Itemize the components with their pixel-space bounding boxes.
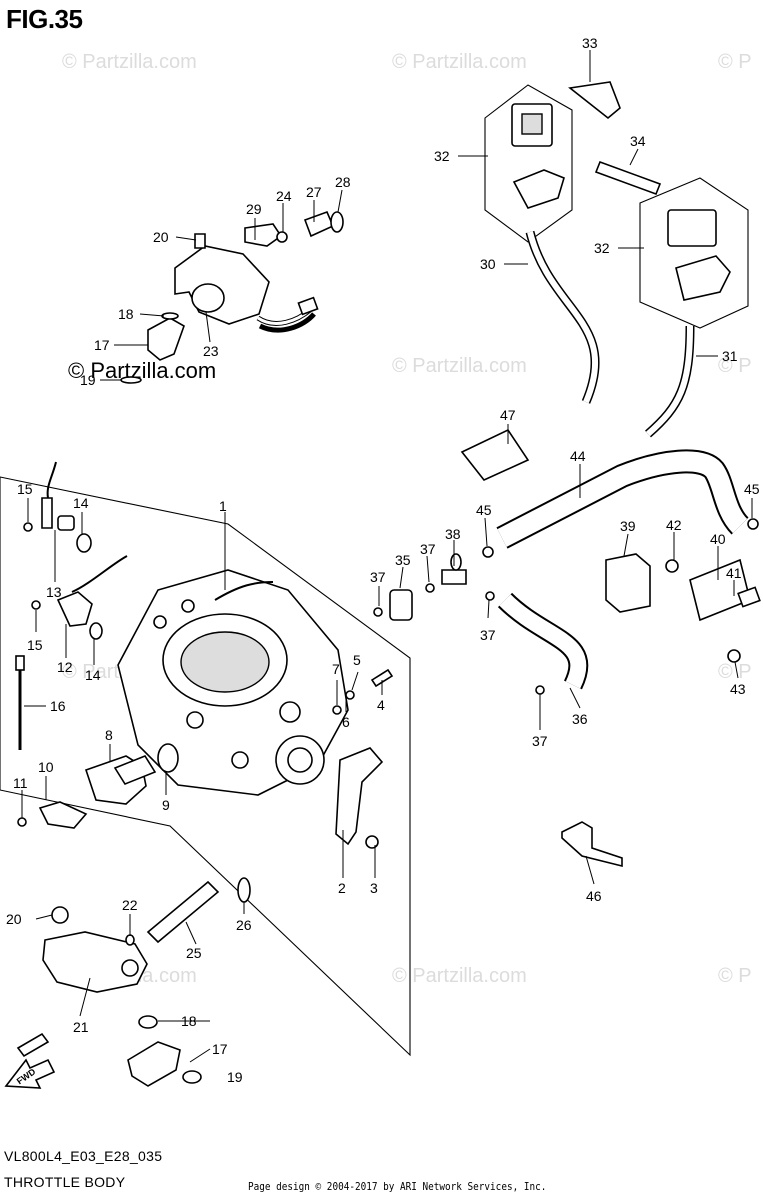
callout-44: 44 — [570, 448, 586, 464]
callout-3: 3 — [370, 880, 378, 896]
figure-title: FIG.35 — [6, 4, 83, 34]
throttle-body — [117, 569, 349, 796]
watermark-partial: © P — [718, 355, 752, 377]
callout-43: 43 — [730, 681, 746, 697]
callout-7: 7 — [332, 661, 340, 677]
callout-24: 24 — [276, 188, 292, 204]
callout-14: 14 — [73, 495, 89, 511]
callout-17: 17 — [212, 1041, 228, 1057]
callout-21: 21 — [73, 1019, 89, 1035]
callout-19: 19 — [227, 1069, 243, 1085]
callout-35: 35 — [395, 552, 411, 568]
callout-31: 31 — [722, 348, 738, 364]
callout-37: 37 — [480, 627, 496, 643]
callout-numbers: 1 2 3 4 5 6 7 8 9 10 11 12 13 14 14 15 1… — [6, 35, 760, 1085]
page-footer: Page design © 2004-2017 by ARI Network S… — [248, 1180, 547, 1193]
callout-28: 28 — [335, 174, 351, 190]
relay-box-upper — [484, 84, 573, 243]
callout-34: 34 — [630, 133, 646, 149]
callout-4: 4 — [377, 697, 385, 713]
callout-32: 32 — [594, 240, 610, 256]
callout-12: 12 — [57, 659, 73, 675]
callout-19: 19 — [80, 372, 96, 388]
callout-46: 46 — [586, 888, 602, 904]
callout-29: 29 — [246, 201, 262, 217]
callout-37: 37 — [370, 569, 386, 585]
watermark-bold: © Partzilla.com — [68, 358, 216, 383]
callout-2: 2 — [338, 880, 346, 896]
callout-45: 45 — [744, 481, 760, 497]
lower-injector-assembly — [16, 877, 251, 1087]
callout-5: 5 — [353, 652, 361, 668]
callout-27: 27 — [306, 184, 322, 200]
watermark-partial: © P — [718, 965, 752, 987]
watermark-partial: © P — [718, 661, 752, 683]
callout-40: 40 — [710, 531, 726, 547]
callout-8: 8 — [105, 727, 113, 743]
callout-10: 10 — [38, 759, 54, 775]
label-sticker — [460, 428, 530, 481]
callout-30: 30 — [480, 256, 496, 272]
callout-11: 11 — [13, 775, 28, 791]
diagram-code: VL800L4_E03_E28_035 — [4, 1148, 163, 1164]
callout-15: 15 — [17, 481, 33, 497]
callout-37: 37 — [532, 733, 548, 749]
watermark: © Partzilla.com — [62, 51, 197, 73]
callout-45: 45 — [476, 502, 492, 518]
upper-injector-assembly — [120, 210, 344, 384]
callout-38: 38 — [445, 526, 461, 542]
watermark-partial: © P — [718, 51, 752, 73]
throttle-body-group-box — [0, 476, 411, 1057]
callout-33: 33 — [582, 35, 598, 51]
leader-lines — [21, 50, 753, 1063]
relay-box-lower — [639, 177, 749, 329]
callout-16: 16 — [50, 698, 66, 714]
callout-18: 18 — [118, 306, 134, 322]
callout-37: 37 — [420, 541, 436, 557]
callout-6: 6 — [342, 714, 350, 730]
callout-14: 14 — [85, 667, 101, 683]
callout-39: 39 — [620, 518, 636, 534]
callout-47: 47 — [500, 407, 516, 423]
callout-25: 25 — [186, 945, 202, 961]
relays-and-hoses — [373, 81, 761, 868]
callout-17: 17 — [94, 337, 110, 353]
callout-36: 36 — [572, 711, 588, 727]
callout-9: 9 — [162, 797, 170, 813]
callout-1: 1 — [219, 498, 227, 514]
callout-26: 26 — [236, 917, 252, 933]
watermark: © Partzilla.com — [392, 965, 527, 987]
callout-20: 20 — [6, 911, 22, 927]
callout-22: 22 — [122, 897, 138, 913]
callout-13: 13 — [46, 584, 62, 600]
callout-15: 15 — [27, 637, 43, 653]
callout-23: 23 — [203, 343, 219, 359]
fwd-arrow: FWD — [4, 1058, 56, 1089]
callout-18: 18 — [181, 1013, 197, 1029]
callout-42: 42 — [666, 517, 682, 533]
callout-32: 32 — [434, 148, 450, 164]
watermark: © Partzilla.com — [392, 51, 527, 73]
diagram-name: THROTTLE BODY — [4, 1174, 126, 1190]
watermark: © Partzilla.com — [392, 355, 527, 377]
callout-41: 41 — [726, 565, 742, 581]
callout-20: 20 — [153, 229, 169, 245]
